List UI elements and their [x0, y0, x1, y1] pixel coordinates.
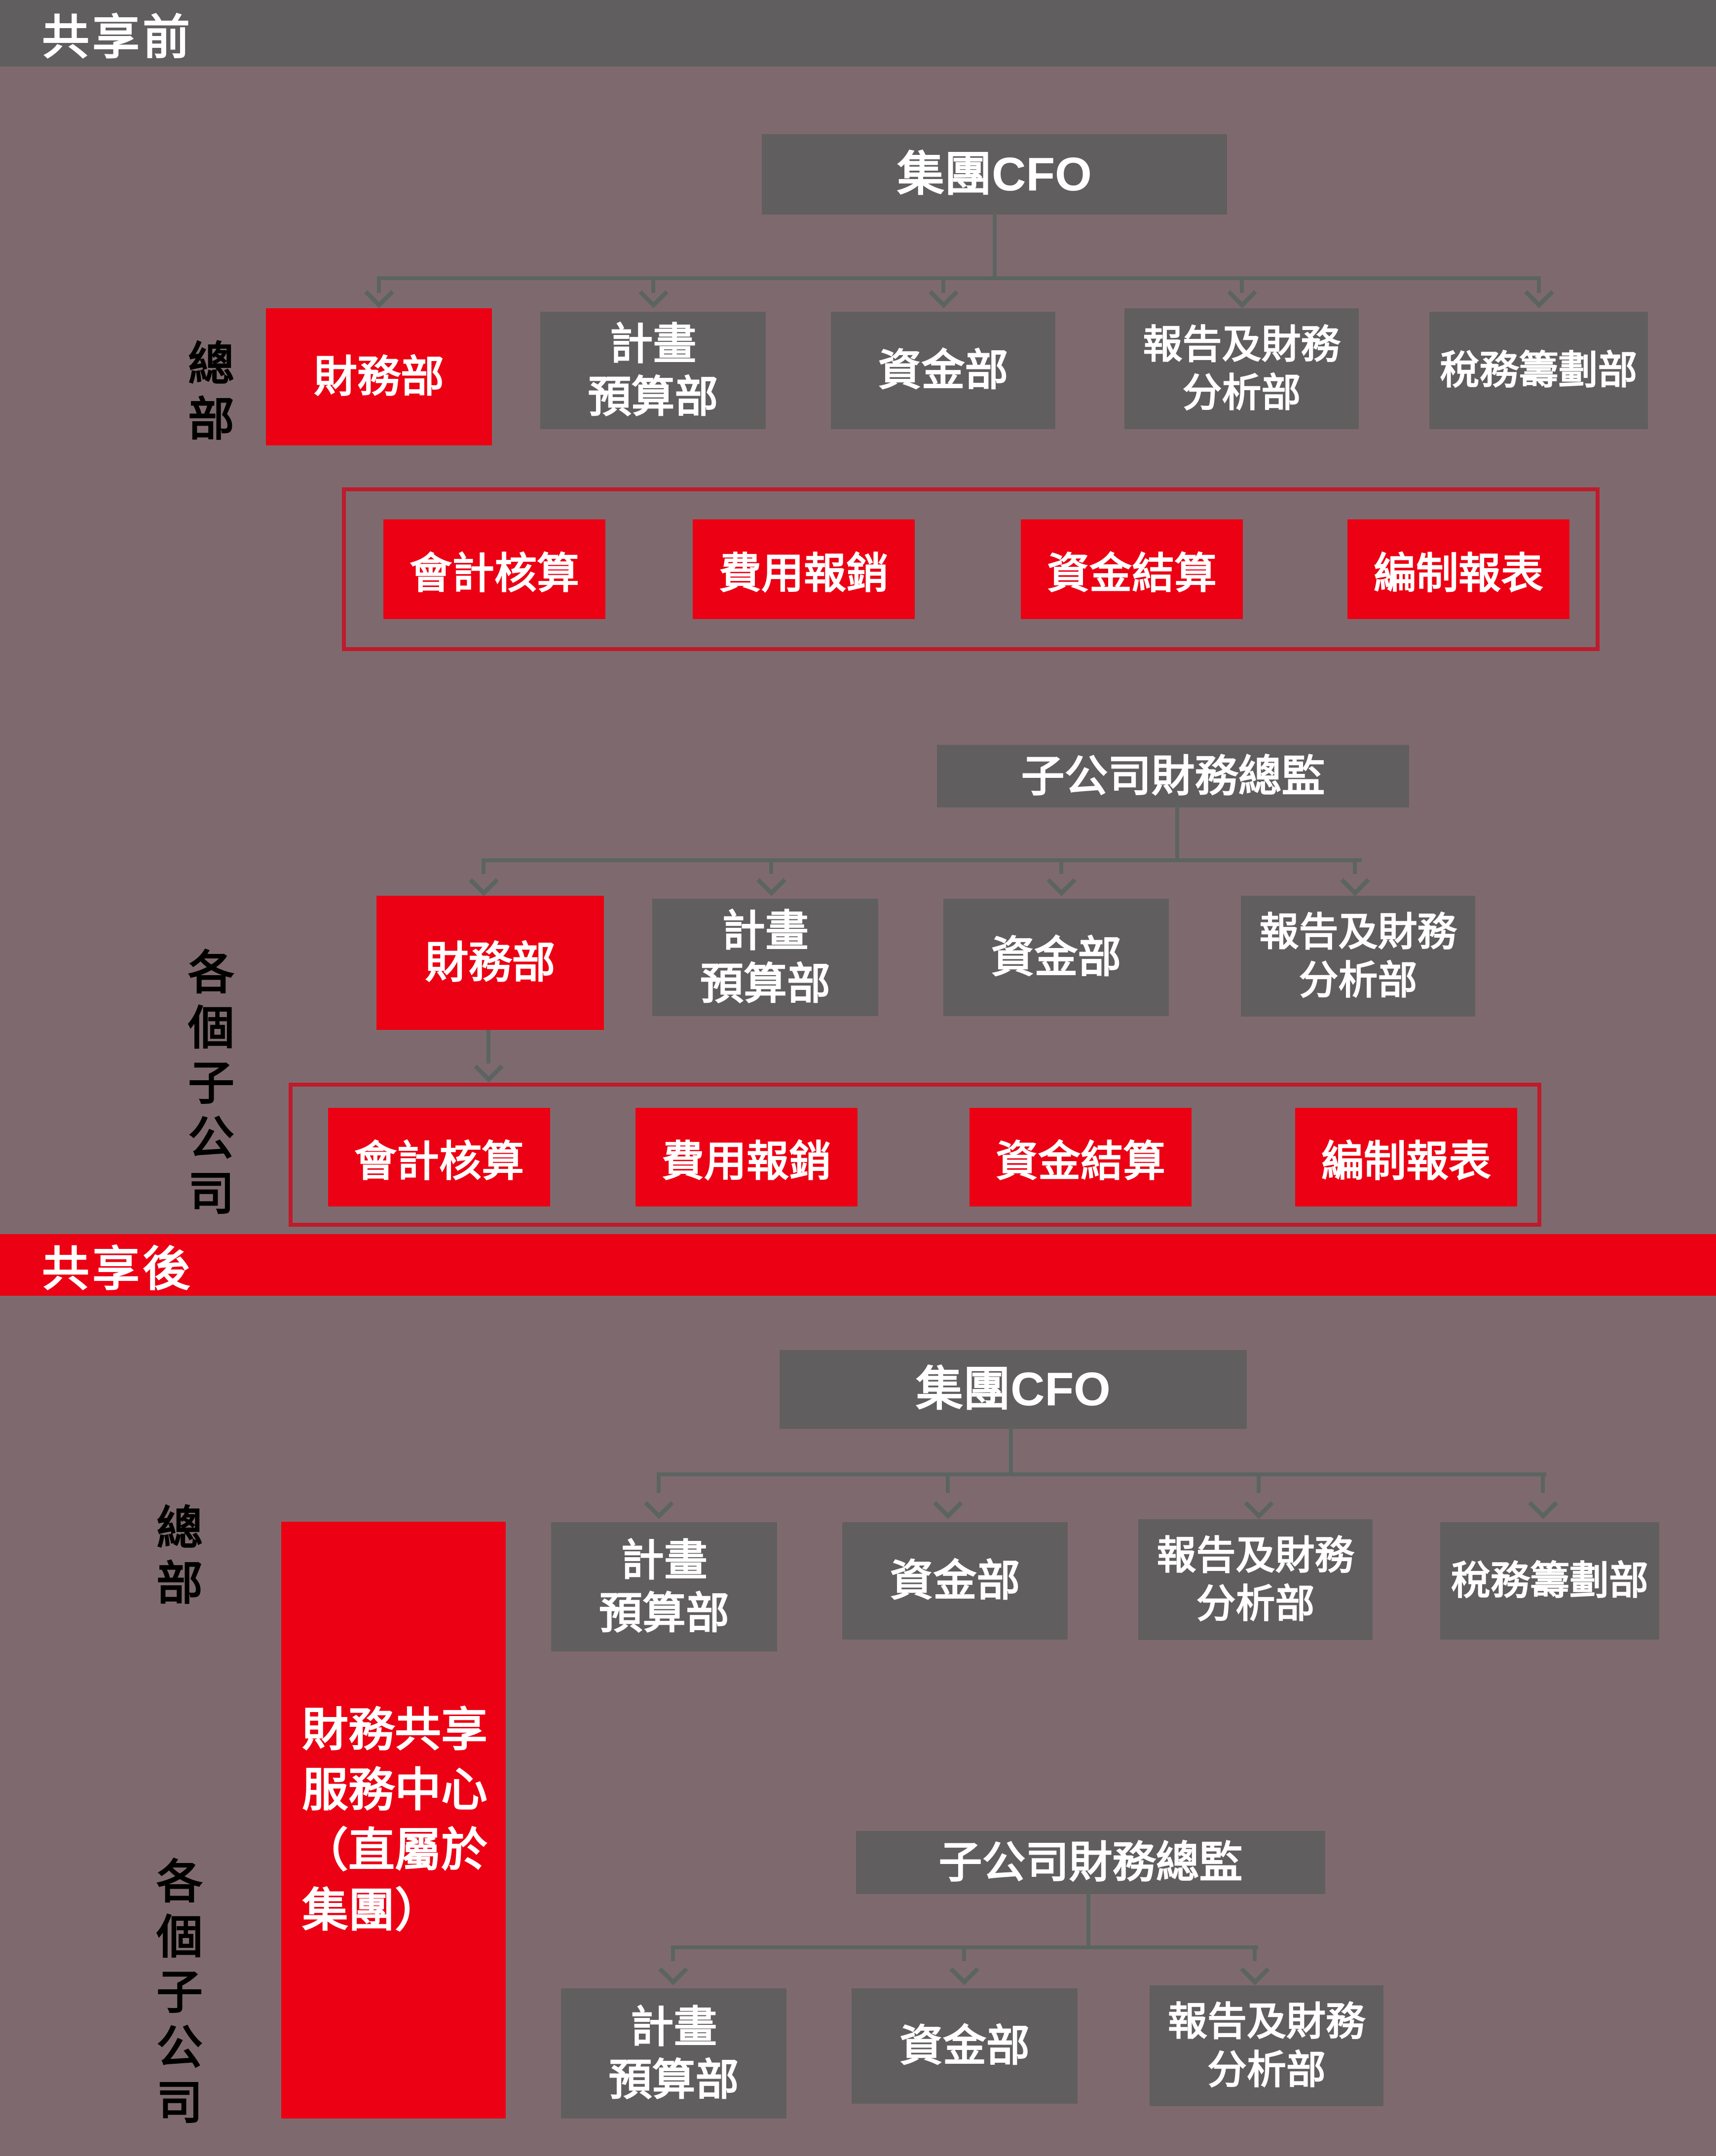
after-sharing-banner: 共享後	[0, 1234, 1716, 1296]
connector-line	[377, 276, 1541, 280]
before-sub-finance-tasks-outline	[289, 1083, 1541, 1227]
after-hq-dept-treasury: 資金部	[842, 1522, 1068, 1640]
connector-line	[657, 1472, 1546, 1476]
connector-line	[482, 858, 1362, 862]
after-hq-dept-reporting-analysis: 報告及財務 分析部	[1138, 1519, 1373, 1640]
before-sub-task-report-preparation: 編制報表	[1295, 1108, 1517, 1206]
after-sub-side-label: 各個子公司	[150, 1857, 202, 2133]
arrow-down-icon	[469, 866, 499, 896]
arrow-down-icon	[638, 278, 669, 308]
connector-line	[769, 860, 773, 874]
before-sub-side-label: 各個子公司	[182, 948, 233, 1224]
connector-line	[1009, 1427, 1013, 1474]
connector-line	[1257, 1474, 1261, 1493]
before-hq-task-expense-reimbursement: 費用報銷	[693, 519, 915, 619]
arrow-down-icon	[1240, 1955, 1270, 1985]
connector-line	[482, 860, 485, 874]
after-shared-service-center: 財務共享 服務中心 （直屬於 集團）	[281, 1522, 506, 2119]
arrow-down-icon	[1046, 866, 1077, 896]
before-hq-task-accounting: 會計核算	[383, 519, 605, 619]
before-hq-finance-tasks-outline	[342, 487, 1600, 651]
connector-line	[1086, 1892, 1090, 1945]
after-sub-dept-reporting-analysis: 報告及財務 分析部	[1150, 1985, 1383, 2106]
arrow-down-icon	[364, 278, 394, 308]
connector-line	[1353, 860, 1357, 874]
arrow-down-icon	[1528, 1489, 1558, 1519]
before-sub-dept-finance: 財務部	[376, 896, 604, 1030]
before-hq-dept-tax-planning: 稅務籌劃部	[1429, 312, 1648, 429]
connector-line	[377, 278, 381, 293]
connector-line	[1059, 860, 1063, 874]
connector-line	[941, 278, 945, 293]
arrow-down-icon	[644, 1489, 674, 1519]
arrow-down-icon	[1244, 1489, 1274, 1519]
after-sub-dept-treasury: 資金部	[852, 1988, 1078, 2104]
connector-line	[657, 1474, 661, 1493]
arrow-down-icon	[658, 1955, 688, 1985]
before-hq-dept-treasury: 資金部	[831, 312, 1055, 429]
connector-line	[962, 1947, 966, 1961]
before-hq-task-report-preparation: 編制報表	[1347, 519, 1569, 619]
connector-line	[486, 1030, 490, 1063]
after-hq-dept-plan-budget: 計畫 預算部	[551, 1522, 777, 1651]
before-sharing-banner: 共享前	[0, 0, 1716, 67]
after-sub-root-finance-director: 子公司財務總監	[856, 1831, 1325, 1894]
after-hq-dept-tax-planning: 稅務籌劃部	[1440, 1522, 1659, 1640]
connector-line	[1175, 804, 1179, 860]
arrow-down-icon	[933, 1489, 963, 1519]
before-hq-root-group-cfo: 集團CFO	[762, 134, 1227, 215]
before-sub-task-expense-reimbursement: 費用報銷	[635, 1108, 858, 1206]
before-sub-dept-treasury: 資金部	[943, 899, 1169, 1016]
arrow-down-icon	[474, 1053, 504, 1083]
before-sub-task-funds-settlement: 資金結算	[970, 1108, 1192, 1206]
after-sub-dept-plan-budget: 計畫 預算部	[561, 1988, 786, 2119]
arrow-down-icon	[1340, 866, 1370, 896]
arrow-down-icon	[1524, 278, 1554, 308]
after-hq-side-label: 總部	[150, 1503, 202, 1614]
connector-line	[946, 1474, 950, 1493]
connector-line	[1537, 278, 1541, 293]
connector-line	[651, 278, 655, 293]
before-hq-side-label: 總部	[182, 339, 233, 450]
arrow-down-icon	[949, 1955, 979, 1985]
arrow-down-icon	[929, 278, 959, 308]
before-sub-root-finance-director: 子公司財務總監	[937, 745, 1409, 807]
connector-line	[993, 212, 997, 278]
arrow-down-icon	[1227, 278, 1257, 308]
arrow-down-icon	[756, 866, 786, 896]
connector-line	[1541, 1474, 1545, 1493]
before-hq-dept-plan-budget: 計畫 預算部	[540, 312, 766, 429]
before-hq-task-funds-settlement: 資金結算	[1021, 519, 1243, 619]
before-hq-dept-finance: 財務部	[266, 308, 492, 445]
connector-line	[1240, 278, 1244, 293]
before-hq-dept-reporting-analysis: 報告及財務 分析部	[1124, 308, 1359, 429]
before-sub-dept-reporting-analysis: 報告及財務 分析部	[1241, 896, 1475, 1017]
connector-line	[671, 1947, 675, 1961]
after-hq-root-group-cfo: 集團CFO	[780, 1350, 1247, 1429]
before-sub-task-accounting: 會計核算	[328, 1108, 550, 1206]
connector-line	[1253, 1947, 1257, 1961]
before-sub-dept-plan-budget: 計畫 預算部	[652, 899, 878, 1016]
